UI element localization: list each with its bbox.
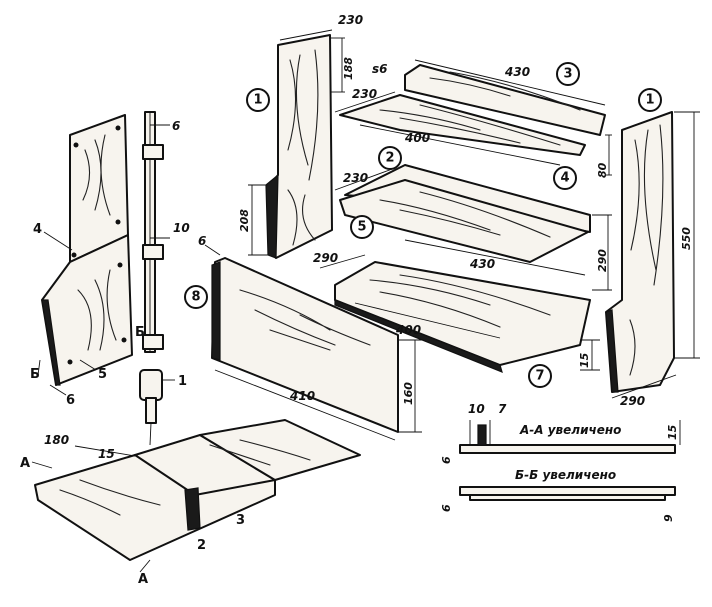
shelf-7-lip: [334, 299, 503, 374]
dim-panel8-height: 160: [402, 382, 415, 405]
callout-1-right: 1: [638, 88, 662, 112]
jig-clamp-2: [184, 487, 201, 531]
label-cut-b-left: Б: [30, 367, 40, 382]
dim-panel8-thickness: 6: [198, 234, 206, 248]
section-b-b-title: Б-Б увеличено: [515, 468, 616, 482]
svg-text:1: 1: [253, 93, 262, 108]
shelf-3: [404, 64, 606, 136]
drill: [139, 369, 163, 446]
dim-section-b-t2: 9: [662, 514, 675, 522]
dim-shelf7-width: 290: [313, 251, 338, 265]
panel-8: [211, 257, 399, 433]
shelf-4: [339, 94, 586, 156]
svg-text:7: 7: [535, 369, 544, 384]
dim-shelf4-width: 230: [352, 87, 377, 101]
dim-section-a-w2: 7: [498, 402, 507, 416]
panel-8-edge: [211, 261, 221, 361]
jig-board: [34, 419, 361, 561]
callout-7: 7: [528, 364, 552, 388]
dim-section-a-t: 6: [440, 456, 453, 464]
section-a-a-title: А-А увеличено: [519, 423, 621, 437]
label-drill: 1: [178, 374, 187, 389]
callout-5: 5: [350, 215, 374, 239]
svg-text:5: 5: [357, 220, 366, 235]
callout-4: 4: [553, 166, 577, 190]
side-panel-1-left: [265, 34, 333, 259]
dim-right-side-height: 550: [680, 227, 693, 250]
label-jig-2: 2: [197, 538, 206, 553]
section-a-a: [459, 424, 676, 454]
jig-board-extension: [199, 419, 361, 481]
side-panel-1-right: [605, 111, 675, 393]
dim-shelf3-thickness: s6: [372, 62, 388, 76]
dim-strip-top: 6: [172, 119, 180, 133]
label-left-part6: 6: [66, 393, 75, 408]
shelf-3-body: [404, 64, 606, 136]
side-panel-1-right-edge: [605, 309, 619, 393]
section-b-b: [459, 486, 676, 501]
svg-text:1: 1: [645, 93, 654, 108]
dim-shelf4-length: 400: [404, 131, 430, 145]
dim-shelf3-length: 430: [504, 65, 530, 79]
dim-shelf7-length: 400: [395, 323, 421, 337]
label-arrow-a-top: А: [20, 456, 30, 471]
dim-jig-offset: 15: [98, 447, 115, 461]
left-side-panel: [41, 114, 133, 386]
dim-panel8-length: 410: [289, 389, 315, 403]
dim-side-lower: 208: [238, 209, 251, 232]
dim-back3-height: 80: [596, 162, 609, 178]
side-panel-1-body: [269, 34, 333, 259]
vertical-strip: [142, 111, 164, 353]
callout-1-left: 1: [246, 88, 270, 112]
shelf-7: [334, 261, 591, 374]
svg-text:4: 4: [560, 171, 569, 186]
svg-text:8: 8: [191, 290, 200, 305]
side-panel-1-edge: [265, 173, 279, 259]
dim-side-notch: 188: [342, 57, 355, 80]
dim-side-top-width: 230: [338, 13, 363, 27]
svg-text:3: 3: [563, 67, 572, 82]
panel-part6-edge: [41, 299, 61, 386]
dim-jig-width: 180: [44, 433, 69, 447]
svg-text:2: 2: [385, 151, 394, 166]
dim-shelf7-lip: 15: [578, 352, 591, 368]
dim-back5-height: 290: [596, 249, 609, 272]
side-panel-1-right-body: [605, 111, 675, 393]
label-jig-3: 3: [236, 513, 245, 528]
dim-section-b-t1: 6: [440, 504, 453, 512]
dim-strip-mid: 10: [173, 221, 190, 235]
dim-section-a-h: 15: [666, 424, 679, 440]
label-left-part4: 4: [33, 222, 42, 237]
callout-8: 8: [184, 285, 208, 309]
callout-2: 2: [378, 146, 402, 170]
callout-3: 3: [556, 62, 580, 86]
label-left-part5: 5: [98, 367, 107, 382]
dim-section-a-w1: 10: [468, 402, 485, 416]
label-cut-b-right: Б: [135, 325, 145, 340]
shelf-2: [339, 164, 591, 263]
dim-shelf2-length: 430: [469, 257, 495, 271]
dim-shelf2-width: 230: [343, 171, 368, 185]
label-arrow-a-bottom: А: [138, 572, 148, 587]
dim-right-side-base: 290: [620, 394, 645, 408]
